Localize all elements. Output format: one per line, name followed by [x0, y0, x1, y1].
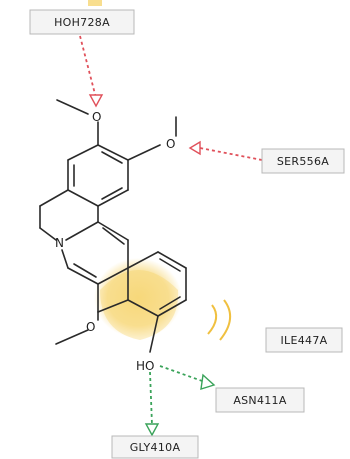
atom-o1: O [92, 110, 101, 124]
hbond-ser [188, 140, 263, 161]
hydrophobic-highlight-top [88, 0, 102, 6]
residue-ser[interactable]: SER556A [261, 148, 345, 174]
residue-label-ser: SER556A [277, 155, 329, 168]
residue-label-hoh: HOH728A [54, 16, 110, 29]
residue-ile[interactable]: ILE447A [265, 327, 343, 353]
hbond-asn [159, 365, 216, 390]
atom-o3: O [86, 320, 95, 334]
atom-o2: O [166, 137, 175, 151]
residue-asn[interactable]: ASN411A [215, 387, 305, 413]
residue-hoh[interactable]: HOH728A [29, 9, 135, 35]
molecule-bonds [39, 99, 187, 353]
residue-gly[interactable]: GLY410A [111, 435, 199, 459]
hbond-hoh [79, 35, 104, 108]
residue-label-gly: GLY410A [130, 441, 181, 454]
residue-label-ile: ILE447A [281, 334, 328, 347]
hydrophobic-arc-ile [207, 299, 231, 341]
atom-n1: N [55, 236, 64, 250]
hydrophobic-halo [94, 258, 182, 340]
hbond-gly [144, 371, 160, 437]
residue-label-asn: ASN411A [233, 394, 287, 407]
atom-ho: HO [136, 359, 154, 373]
